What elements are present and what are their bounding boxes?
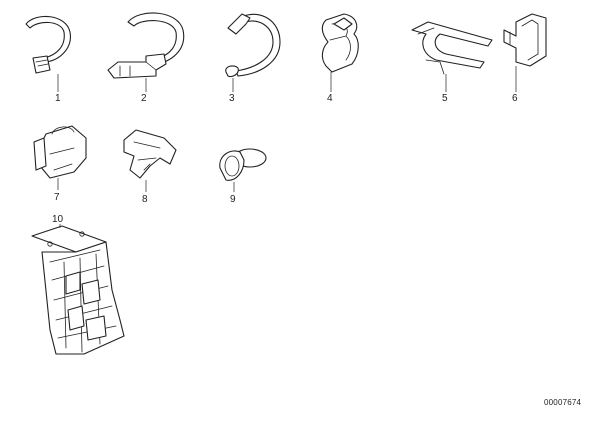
callout-3: 3 (229, 93, 235, 104)
part-1-clamp: 1 (25, 15, 71, 104)
part-7-clip: 7 (33, 125, 87, 203)
part-6-clip: 6 (503, 13, 547, 104)
callout-6: 6 (512, 93, 518, 104)
part-8-clip: 8 (123, 129, 177, 205)
part-2-clamp: 2 (107, 12, 185, 104)
callout-2: 2 (141, 93, 147, 104)
callout-5: 5 (442, 93, 448, 104)
callout-8: 8 (142, 194, 148, 205)
callout-10: 10 (52, 214, 64, 225)
part-9-clip: 9 (219, 148, 267, 205)
part-4-clip: 4 (321, 13, 359, 104)
part-5-clip: 5 (411, 21, 493, 104)
document-number: 00007674 (544, 398, 582, 407)
callout-7: 7 (54, 192, 60, 203)
part-3-clamp: 3 (225, 13, 281, 104)
part-10-bracket: 10 (31, 214, 125, 355)
callout-1: 1 (55, 93, 61, 104)
callout-4: 4 (327, 93, 333, 104)
callout-9: 9 (230, 194, 236, 205)
